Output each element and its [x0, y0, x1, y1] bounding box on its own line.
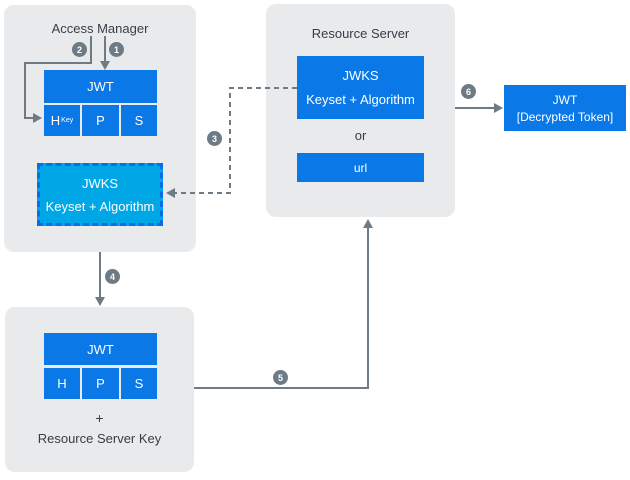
jwt-decrypted-line2: [Decrypted Token]	[516, 109, 614, 124]
step4-arrow	[95, 252, 105, 306]
rsk-jwt-cell-p: P	[82, 368, 119, 399]
am-jwks-line2: Keyset + Algorithm	[45, 198, 155, 214]
rs-jwks-box: JWKS Keyset + Algorithm	[297, 56, 424, 119]
rsk-jwt-header-box: JWT	[44, 333, 157, 365]
rsk-plus-label: +	[95, 410, 104, 426]
jwt-decrypted-box: JWT [Decrypted Token]	[504, 85, 626, 131]
step-badge-1: 1	[109, 42, 124, 57]
am-jwt-cell-h-sub: Key	[61, 117, 74, 124]
step6-arrow	[455, 103, 503, 113]
rsk-caption: Resource Server Key	[37, 431, 162, 446]
am-jwks-box: JWKS Keyset + Algorithm	[37, 163, 163, 226]
rsk-jwt-cell-s: S	[121, 368, 157, 399]
resource-server-title: Resource Server	[311, 26, 410, 41]
step5-arrow	[194, 219, 373, 389]
step-badge-3: 3	[207, 131, 222, 146]
jwt-decrypted-line1: JWT	[552, 92, 578, 107]
am-jwt-cell-s: S	[121, 105, 157, 136]
am-jwt-cell-p: P	[82, 105, 119, 136]
rs-jwks-line2: Keyset + Algorithm	[306, 92, 415, 107]
step-badge-4: 4	[105, 269, 120, 284]
rs-or-label: or	[354, 128, 367, 143]
step-badge-6: 6	[461, 84, 476, 99]
step-badge-5: 5	[273, 370, 288, 385]
am-jwt-header-box: JWT	[44, 70, 157, 103]
rs-url-box: url	[297, 153, 424, 182]
rsk-jwt-cell-h: H	[44, 368, 80, 399]
rs-jwks-line1: JWKS	[342, 68, 379, 83]
access-manager-title: Access Manager	[51, 21, 149, 36]
am-jwt-cell-h-main: H	[50, 113, 61, 128]
am-jwks-line1: JWKS	[81, 175, 119, 191]
step-badge-2: 2	[72, 42, 87, 57]
